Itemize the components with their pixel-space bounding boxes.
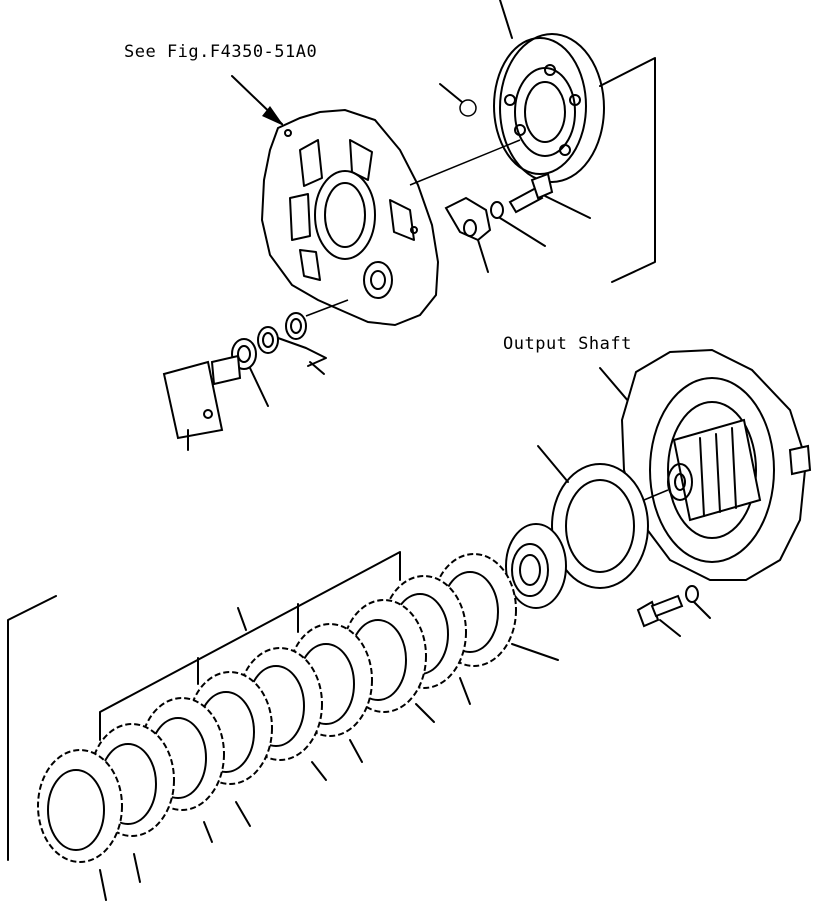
thrust-washer [537, 445, 649, 589]
washer-lower [685, 585, 711, 619]
top-flange [439, 0, 605, 183]
arrow-head [262, 106, 284, 126]
bolt-lower [636, 594, 684, 637]
housing-plate [260, 108, 440, 327]
clutch-pack [37, 553, 517, 863]
seal-ring [231, 338, 269, 407]
group-bracket-upper [99, 551, 401, 741]
disc-leaders [99, 643, 559, 901]
lever-shaft [162, 354, 242, 451]
shaft-axis [305, 299, 349, 317]
reference-figure-label: See Fig.F4350-51A0 [124, 42, 318, 62]
bracket-left [7, 595, 57, 861]
group-leader [237, 607, 247, 631]
washer-small [490, 201, 546, 247]
axis-line [409, 139, 521, 186]
bracket-right [599, 57, 656, 283]
disc-9 [37, 749, 123, 863]
bolt-upper [508, 172, 591, 219]
bearing-hub [505, 523, 567, 609]
output-housing [620, 348, 812, 581]
bearing-pair [257, 312, 327, 375]
bracket-block [444, 196, 492, 273]
group-bracket-ticks [197, 603, 299, 685]
output-shaft-label: Output Shaft [503, 334, 632, 354]
